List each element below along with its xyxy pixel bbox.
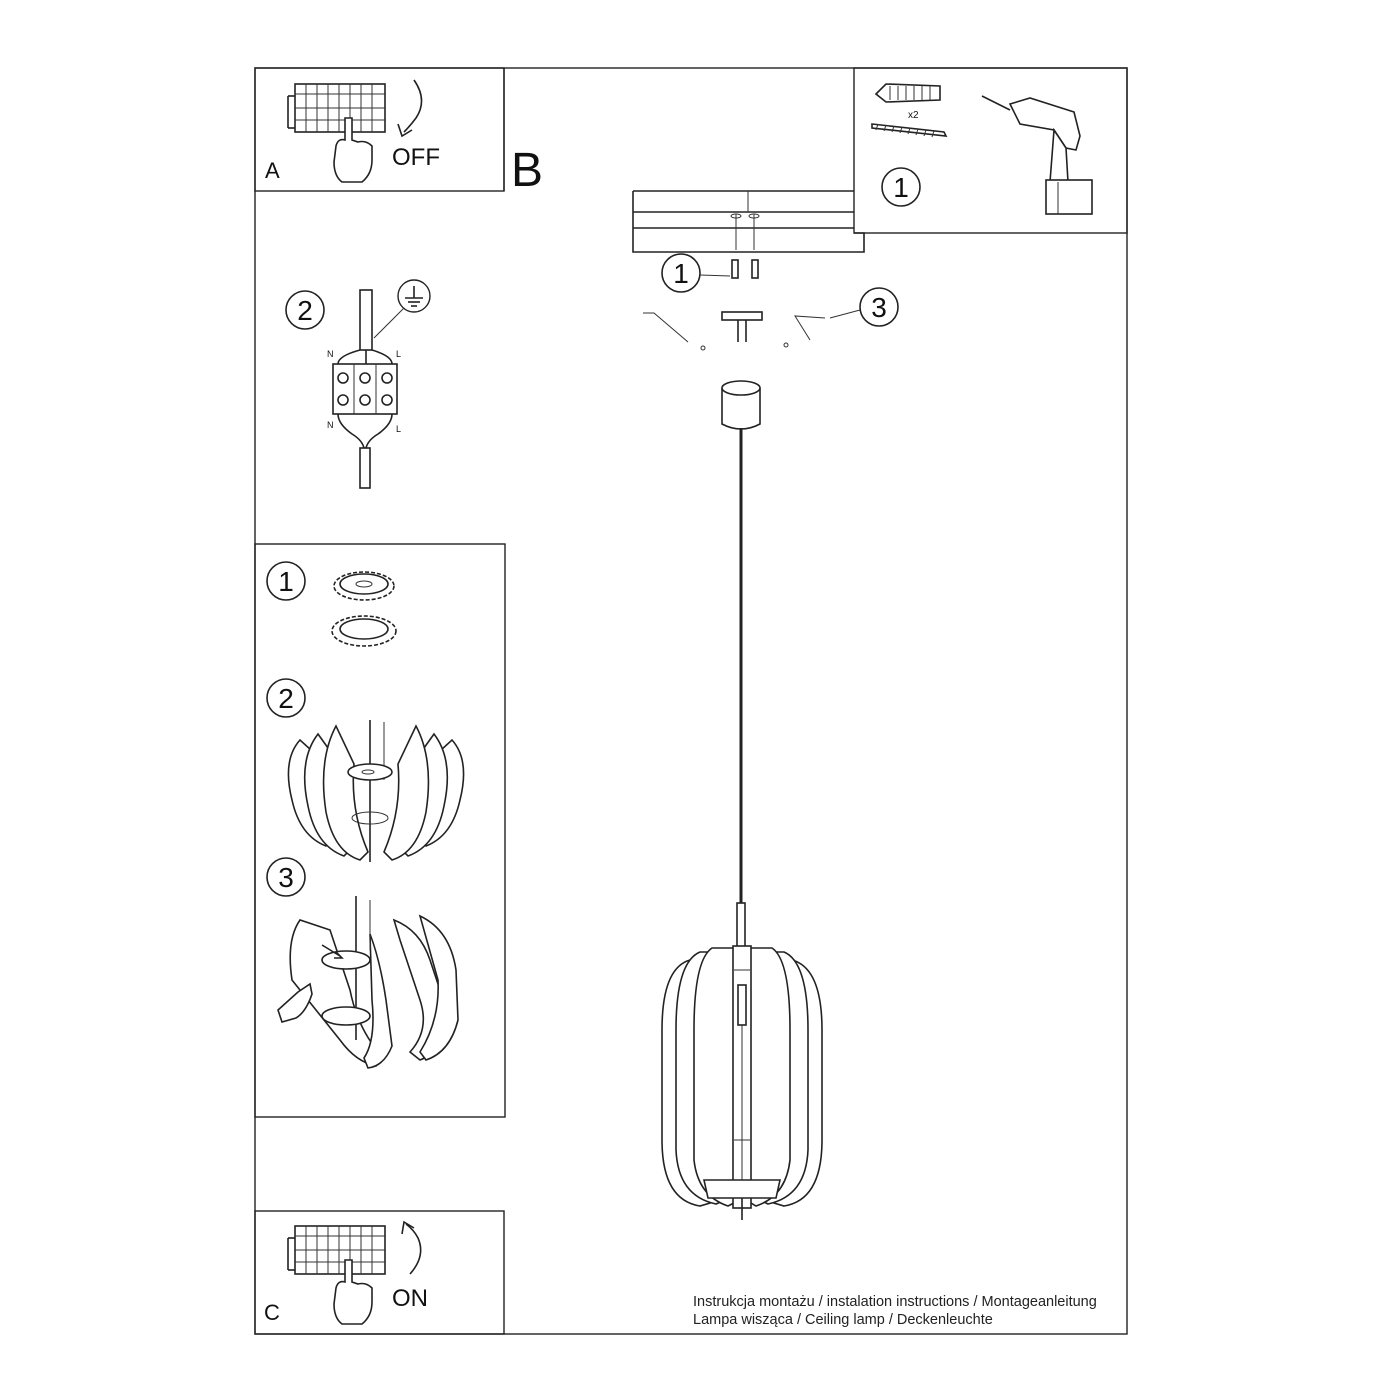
shade-step1-number: 1 — [278, 566, 294, 597]
tools-step-number-circle — [881, 167, 921, 207]
pendant-lamp-shade — [661, 945, 823, 1220]
curved-arrow-up-icon — [405, 1223, 422, 1275]
ground-symbol-icon — [373, 279, 431, 339]
step1-leader-line — [699, 274, 731, 277]
shade-step3-number: 3 — [278, 862, 294, 893]
canopy — [721, 380, 761, 430]
footer-line-1: Instrukcja montażu / instalation instruc… — [693, 1294, 1097, 1310]
ceiling-step3-circle — [859, 287, 899, 327]
wall-plugs — [731, 259, 759, 279]
ceiling-step1-circle — [661, 253, 701, 293]
quantity-label: x2 — [908, 110, 919, 121]
ceiling-block — [632, 190, 865, 253]
wiring-step-circle — [285, 290, 325, 330]
panel-c-letter: C — [264, 1300, 280, 1325]
panel-b-letter: B — [511, 144, 543, 197]
shade-step2-number: 2 — [278, 683, 294, 714]
shade-step2-circle — [266, 678, 306, 718]
shade-step1-circle — [266, 561, 306, 601]
off-label: OFF — [392, 144, 440, 171]
wiring-step-number: 2 — [297, 295, 313, 326]
shade-ribs-full-illustration — [277, 896, 459, 1069]
breaker-panel-on-illustration — [287, 1225, 386, 1325]
step3-leader-line — [829, 309, 861, 319]
mounting-bracket — [643, 311, 826, 351]
live-label-top: L — [396, 349, 401, 359]
shade-assembly-panel-frame — [254, 543, 506, 1118]
tools-step-number: 1 — [893, 172, 909, 203]
toothed-disc-top — [333, 571, 395, 601]
on-label: ON — [392, 1285, 428, 1312]
terminal-block — [332, 289, 398, 489]
shade-ribs-partial-illustration — [287, 720, 465, 862]
live-label-bottom: L — [396, 424, 401, 434]
shade-step3-circle — [266, 857, 306, 897]
cord-grip — [736, 902, 746, 952]
curved-arrow-down-icon — [403, 79, 423, 133]
arrow-head-down — [397, 123, 413, 138]
ceiling-step1-number: 1 — [673, 258, 689, 289]
neutral-label-bottom: N — [327, 420, 334, 430]
breaker-panel-off-illustration — [287, 83, 386, 183]
wall-plug-icon — [874, 83, 941, 103]
arrow-head-up — [401, 1220, 415, 1235]
neutral-label-top: N — [327, 349, 334, 359]
drill-icon — [981, 95, 1093, 215]
panel-a-letter: A — [265, 158, 280, 183]
ceiling-step3-number: 3 — [871, 292, 887, 323]
panel-c-frame — [254, 1210, 505, 1335]
screw-icon — [871, 123, 948, 138]
footer-line-2: Lampa wisząca / Ceiling lamp / Deckenleu… — [693, 1312, 993, 1328]
toothed-disc-bottom — [331, 615, 397, 647]
tools-panel-frame — [853, 67, 1128, 234]
